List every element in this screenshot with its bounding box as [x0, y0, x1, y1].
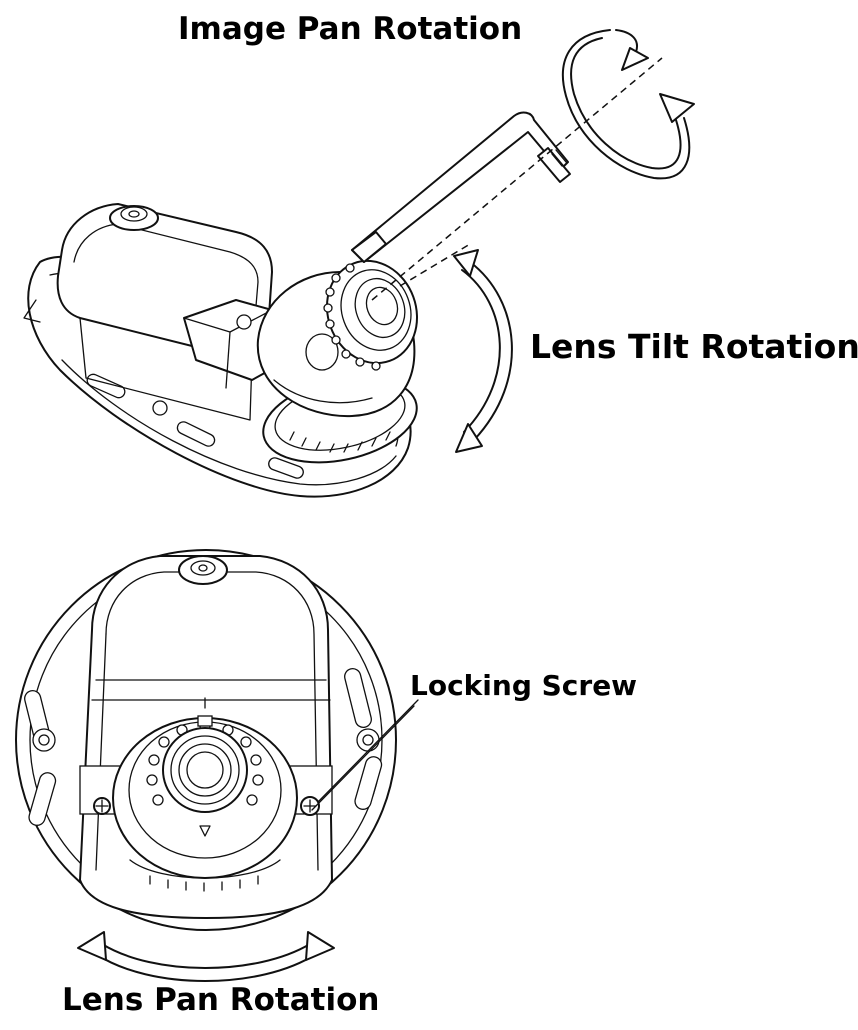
locking-screw-leader: [317, 699, 419, 803]
lens-top: [162, 727, 248, 813]
angled-camera-view: [23, 29, 695, 498]
lens-pan-rotation-label: Lens Pan Rotation: [62, 982, 380, 1018]
image-pan-rotation-label: Image Pan Rotation: [178, 11, 523, 47]
top-down-camera-view: [15, 549, 419, 982]
locking-screw-label: Locking Screw: [410, 669, 638, 702]
image-pan-rotation-arrow: [561, 29, 695, 180]
pan-axis-line: [371, 57, 663, 301]
lens-pan-rotation-arrow: [77, 931, 335, 982]
lens-tilt-rotation-arrow: [453, 249, 513, 453]
ir-led-ring: [323, 263, 381, 371]
lens-tilt-rotation-label: Lens Tilt Rotation: [530, 327, 858, 366]
allen-wrench: [351, 111, 571, 263]
ir-led-ring-top: [146, 720, 264, 806]
